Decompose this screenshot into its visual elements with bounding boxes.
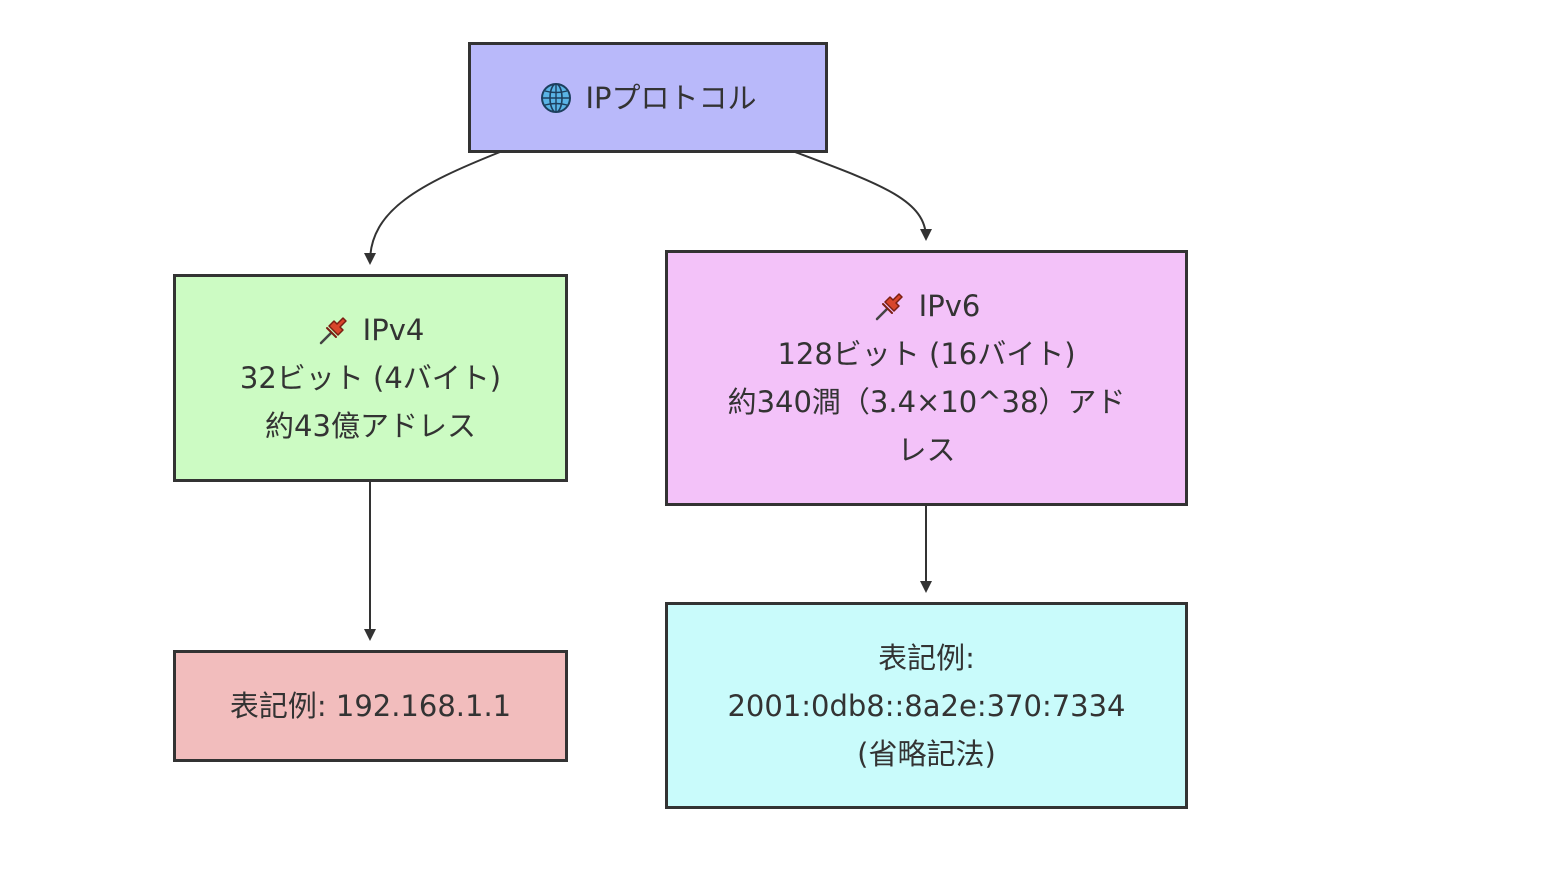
ipv4-example-label: 表記例: 192.168.1.1 [229, 689, 512, 723]
ipv4-title: IPv4 [362, 313, 425, 347]
pushpin-icon [317, 313, 351, 347]
ipv4-example-node: 表記例: 192.168.1.1 [173, 650, 568, 762]
pushpin-icon [873, 289, 907, 323]
ipv6-node: IPv6 128ビット (16バイト) 約340澗（3.4×10^38）アドレス [665, 250, 1188, 506]
ipv6-example-note: (省略記法) [857, 736, 996, 771]
ipv6-example-node: 表記例: 2001:0db8::8a2e:370:7334 (省略記法) [665, 602, 1188, 809]
ipv6-address-count: 約340澗（3.4×10^38）アドレス [727, 385, 1126, 467]
edge-root-to-ipv4 [364, 151, 501, 265]
ipv6-title: IPv6 [918, 289, 981, 323]
ipv4-address-count: 約43億アドレス [265, 409, 476, 443]
ipv6-example-address: 2001:0db8::8a2e:370:7334 [727, 688, 1126, 723]
ipv6-bits: 128ビット (16バイト) [777, 337, 1076, 371]
globe-icon [539, 81, 573, 115]
ipv6-example-heading: 表記例: [878, 640, 975, 675]
root-node: IPプロトコル [468, 42, 828, 153]
ipv4-node: IPv4 32ビット (4バイト) 約43億アドレス [173, 274, 568, 482]
root-label: IPプロトコル [585, 80, 757, 115]
edge-root-to-ipv6 [794, 151, 932, 241]
ipv4-bits: 32ビット (4バイト) [239, 361, 502, 395]
